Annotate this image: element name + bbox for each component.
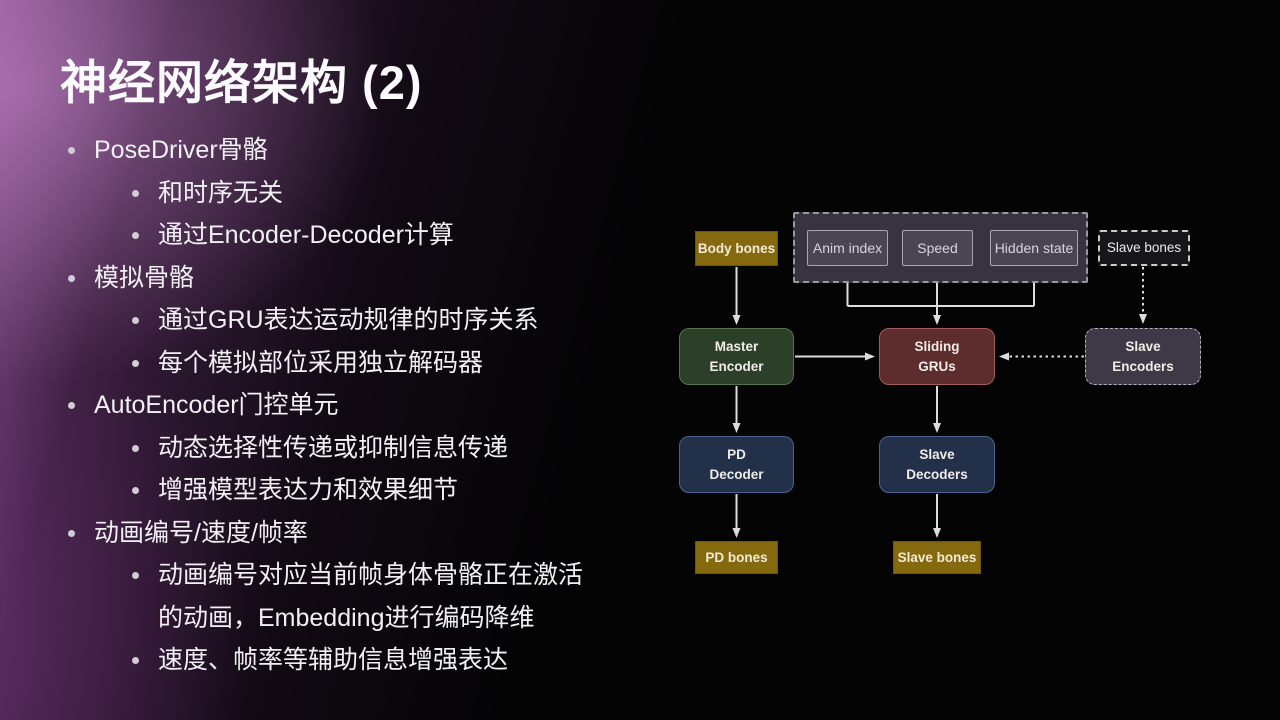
node-anim-index: Anim index (807, 230, 888, 266)
bullet-text: 动画编号对应当前帧身体骨骼正在激活的动画，Embedding进行编码降维 (158, 561, 584, 632)
node-slave-bones-output: Slave bones (893, 541, 981, 574)
list-item: 动画编号对应当前帧身体骨骼正在激活的动画，Embedding进行编码降维 (60, 554, 600, 639)
bullet-text: PoseDriver骨骼 (94, 136, 268, 164)
bullet-text: 动态选择性传递或抑制信息传递 (158, 433, 509, 462)
node-pd-decoder: PD Decoder (679, 436, 794, 493)
page-title: 神经网络架构 (2) (60, 56, 423, 109)
node-master-encoder: Master Encoder (679, 328, 794, 385)
node-pd-bones: PD bones (695, 541, 778, 574)
node-body-bones: Body bones (695, 231, 778, 266)
bullet-text: 模拟骨骼 (94, 263, 195, 292)
bullet-dot (132, 359, 139, 367)
bullet-dot (68, 529, 75, 537)
bullet-text: 每个模拟部位采用独立解码器 (158, 348, 484, 377)
bullet-dot (132, 487, 139, 494)
list-item: 和时序无关 (60, 172, 600, 215)
bullet-dot (132, 189, 139, 197)
bullet-dot (132, 657, 139, 664)
node-sliding-grus: Sliding GRUs (879, 328, 995, 385)
list-item: AutoEncoder门控单元 (60, 384, 600, 427)
list-item: 通过GRU表达运动规律的时序关系 (60, 299, 600, 342)
list-item: 速度、帧率等辅助信息增强表达 (60, 639, 600, 682)
bullet-dot (132, 232, 139, 239)
bullet-text: 增强模型表达力和效果细节 (158, 476, 459, 504)
bullet-dot (132, 317, 139, 324)
list-item: 动画编号/速度/帧率 (60, 512, 600, 555)
list-item: 通过Encoder-Decoder计算 (60, 214, 600, 257)
node-slave-encoders: Slave Encoders (1085, 328, 1201, 385)
list-item: 模拟骨骼 (60, 257, 600, 300)
node-speed: Speed (902, 230, 973, 266)
bullet-text: 速度、帧率等辅助信息增强表达 (158, 646, 509, 674)
bullet-list: PoseDriver骨骼 和时序无关 通过Encoder-Decoder计算 模… (60, 129, 600, 682)
bullet-dot (68, 147, 75, 154)
bullet-dot (68, 274, 75, 282)
node-slave-bones-input: Slave bones (1098, 230, 1190, 266)
bullet-dot (68, 402, 75, 409)
list-item: PoseDriver骨骼 (60, 129, 600, 172)
bullet-text: 通过GRU表达运动规律的时序关系 (158, 306, 539, 334)
bullet-dot (132, 444, 139, 452)
node-hidden-state: Hidden state (990, 230, 1078, 266)
bullet-dot (132, 572, 139, 579)
list-item: 每个模拟部位采用独立解码器 (60, 342, 600, 385)
list-item: 增强模型表达力和效果细节 (60, 469, 600, 512)
bullet-text: 动画编号/速度/帧率 (94, 518, 308, 547)
list-item: 动态选择性传递或抑制信息传递 (60, 427, 600, 470)
bullet-text: 通过Encoder-Decoder计算 (158, 221, 454, 249)
bullet-text: 和时序无关 (158, 178, 284, 207)
node-slave-decoders: Slave Decoders (879, 436, 995, 493)
bullet-text: AutoEncoder门控单元 (94, 391, 339, 419)
